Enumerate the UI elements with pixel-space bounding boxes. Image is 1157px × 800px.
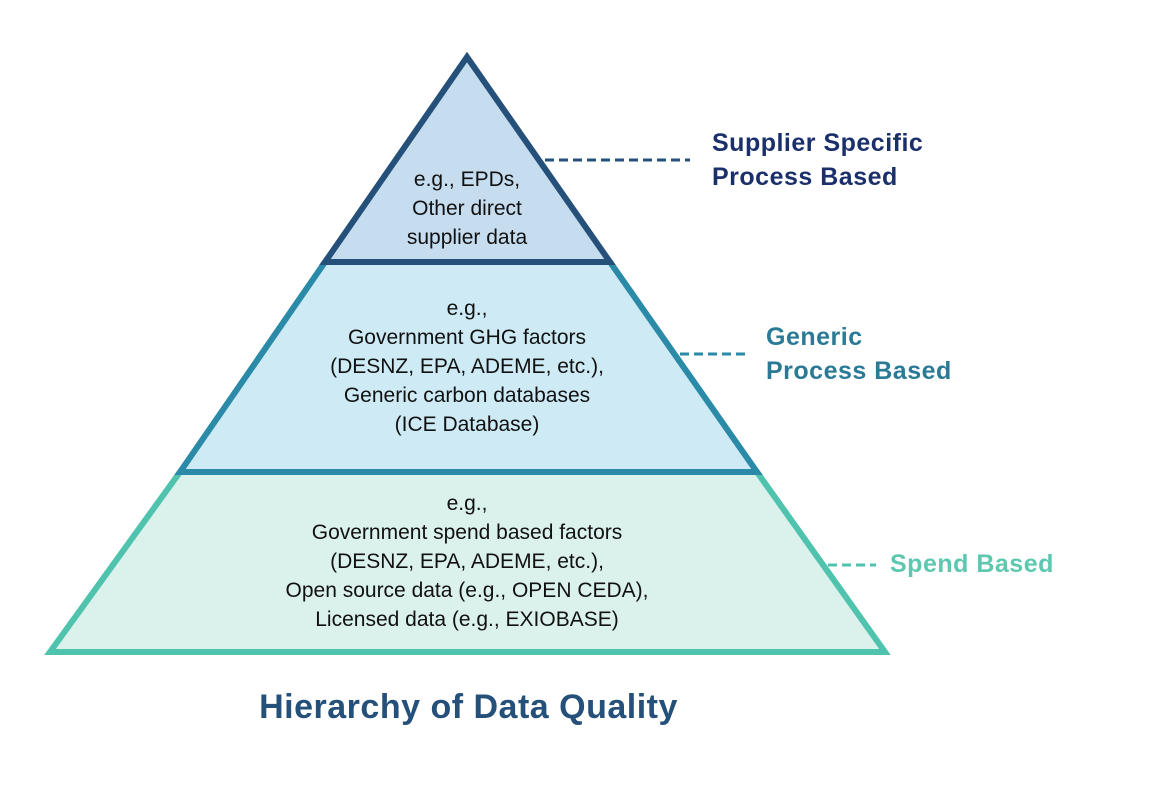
- tier-supplier-specific-shape: [319, 51, 616, 265]
- example-line: Open source data (e.g., OPEN CEDA),: [285, 579, 649, 602]
- label-line: Process Based: [766, 357, 952, 385]
- example-line: supplier data: [406, 226, 528, 249]
- example-line: (DESNZ, EPA, ADEME, etc.),: [330, 355, 604, 378]
- example-line: Government spend based factors: [311, 521, 623, 544]
- label-supplier-specific: Supplier Specific Process Based: [712, 126, 923, 194]
- tier-supplier-specific-examples: e.g., EPDs, Other direct supplier data: [407, 165, 527, 252]
- example-line: Other direct: [412, 197, 522, 220]
- example-line: Government GHG factors: [347, 326, 587, 349]
- label-spend-based: Spend Based: [890, 547, 1054, 581]
- label-line: Generic: [766, 323, 863, 351]
- example-line: (ICE Database): [394, 413, 540, 436]
- label-generic-process: Generic Process Based: [766, 320, 952, 388]
- example-line: e.g.,: [446, 492, 488, 515]
- tier-spend-based-examples: e.g., Government spend based factors (DE…: [286, 489, 649, 634]
- label-line: Spend Based: [890, 550, 1054, 578]
- example-line: Generic carbon databases: [343, 384, 591, 407]
- example-line: (DESNZ, EPA, ADEME, etc.),: [330, 550, 604, 573]
- diagram-title: Hierarchy of Data Quality: [259, 688, 678, 726]
- tier-generic-process-examples: e.g., Government GHG factors (DESNZ, EPA…: [330, 294, 604, 439]
- example-line: e.g., EPDs,: [413, 168, 521, 191]
- example-line: Licensed data (e.g., EXIOBASE): [315, 608, 619, 631]
- label-line: Process Based: [712, 163, 898, 191]
- example-line: e.g.,: [446, 297, 488, 320]
- label-line: Supplier Specific: [712, 129, 924, 157]
